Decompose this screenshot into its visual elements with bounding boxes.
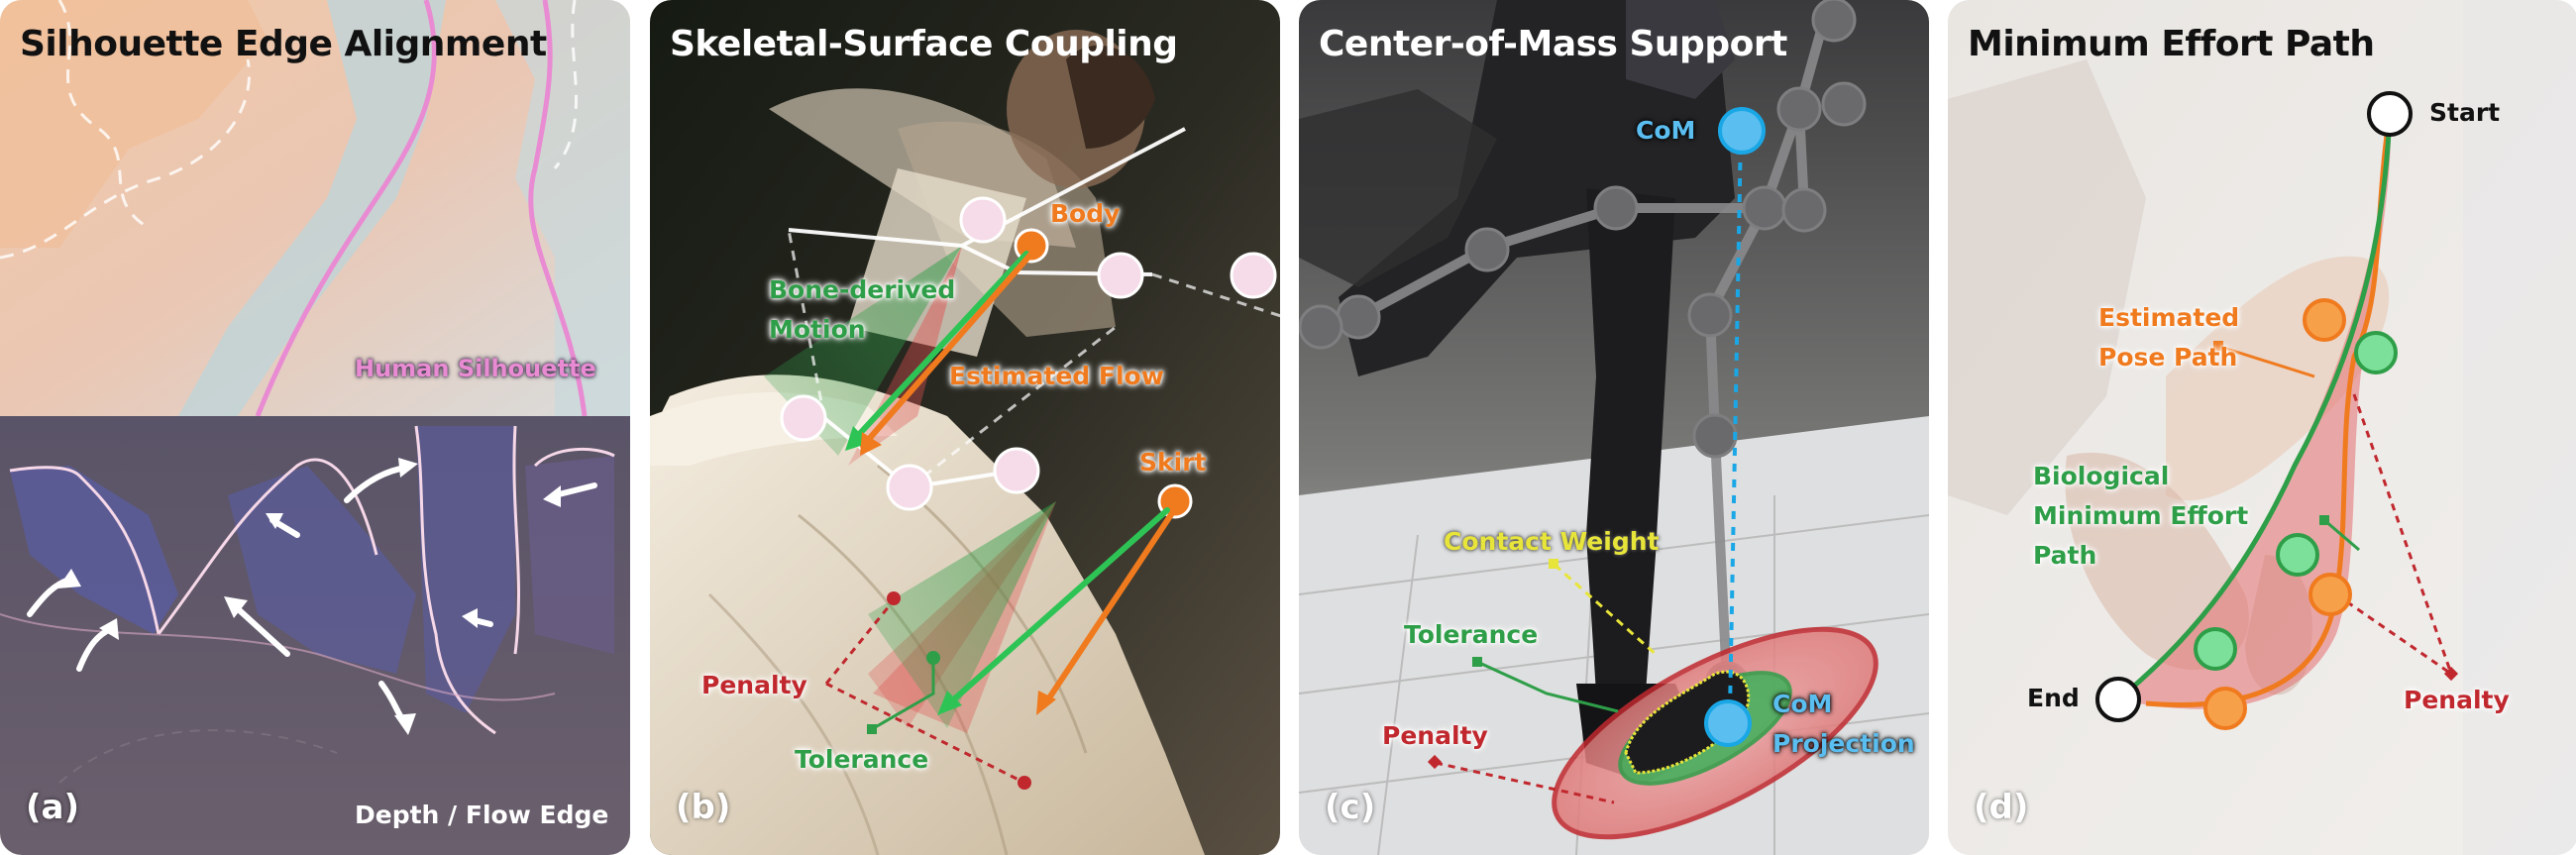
com-point bbox=[1718, 107, 1766, 155]
tolerance-label: Tolerance bbox=[795, 745, 929, 774]
contact-weight-label: Contact Weight bbox=[1444, 527, 1660, 556]
start-node bbox=[2367, 91, 2413, 137]
panel-skeletal-surface-coupling: Skeletal-Surface Coupling Body Bone-deri… bbox=[650, 0, 1280, 855]
skirt-label: Skirt bbox=[1139, 448, 1207, 477]
panel-title: Center-of-Mass Support bbox=[1319, 24, 1787, 64]
estimated-pose-path-label-line1: Estimated bbox=[2098, 303, 2240, 332]
depth-flow-edge-label: Depth / Flow Edge bbox=[355, 801, 609, 829]
estimated-pose-path bbox=[2145, 113, 2393, 707]
body-label: Body bbox=[1050, 199, 1121, 228]
panel-title: Minimum Effort Path bbox=[1968, 24, 2375, 64]
panel-title: Silhouette Edge Alignment bbox=[20, 24, 547, 64]
silhouette-illustration bbox=[0, 0, 630, 855]
minimum-effort-path-label-line3: Path bbox=[2033, 541, 2097, 570]
contact-foot-outline bbox=[1624, 670, 1751, 775]
penalty-label: Penalty bbox=[2404, 686, 2510, 714]
com-label: CoM bbox=[1636, 116, 1696, 145]
end-node bbox=[2095, 677, 2141, 722]
minimum-effort-path-label-line2: Minimum Effort bbox=[2033, 501, 2249, 530]
estimated-pose-path-label-line2: Pose Path bbox=[2098, 343, 2238, 372]
com-projection-label-line1: CoM bbox=[1772, 690, 1833, 718]
skeletal-illustration bbox=[650, 0, 1280, 855]
panel-silhouette-edge-alignment: Silhouette Edge Alignment Human Silhouet… bbox=[0, 0, 630, 855]
com-projection-point bbox=[1704, 699, 1752, 747]
tolerance-label: Tolerance bbox=[1404, 620, 1539, 649]
penalty-label: Penalty bbox=[1382, 721, 1488, 750]
flow-cone-body bbox=[848, 246, 962, 466]
com-illustration bbox=[1299, 0, 1929, 855]
penalty-region bbox=[2118, 114, 2391, 709]
estimated-flow-label: Estimated Flow bbox=[949, 362, 1164, 390]
panel-center-of-mass-support: Center-of-Mass Support CoM Contact Weigh… bbox=[1299, 0, 1929, 855]
panel-minimum-effort-path: Minimum Effort Path Start Estimated Pose… bbox=[1948, 0, 2576, 855]
human-silhouette-label: Human Silhouette bbox=[355, 355, 596, 382]
end-label: End bbox=[2027, 684, 2080, 712]
panel-letter: (b) bbox=[676, 788, 731, 827]
start-label: Start bbox=[2429, 98, 2501, 127]
panel-letter: (a) bbox=[26, 788, 80, 827]
panel-title: Skeletal-Surface Coupling bbox=[670, 24, 1178, 64]
penalty-label: Penalty bbox=[701, 671, 807, 699]
com-projection-label-line2: Projection bbox=[1772, 729, 1915, 758]
motion-cone-skirt bbox=[868, 501, 1056, 728]
panel-letter: (d) bbox=[1974, 788, 2029, 827]
panel-letter: (c) bbox=[1325, 788, 1376, 827]
motion-label-line1: Bone-derived bbox=[769, 275, 956, 304]
motion-label-line2: Motion bbox=[769, 315, 866, 344]
minimum-effort-path bbox=[2116, 113, 2393, 701]
path-illustration bbox=[1948, 0, 2576, 855]
minimum-effort-path-label-line1: Biological bbox=[2033, 462, 2170, 490]
